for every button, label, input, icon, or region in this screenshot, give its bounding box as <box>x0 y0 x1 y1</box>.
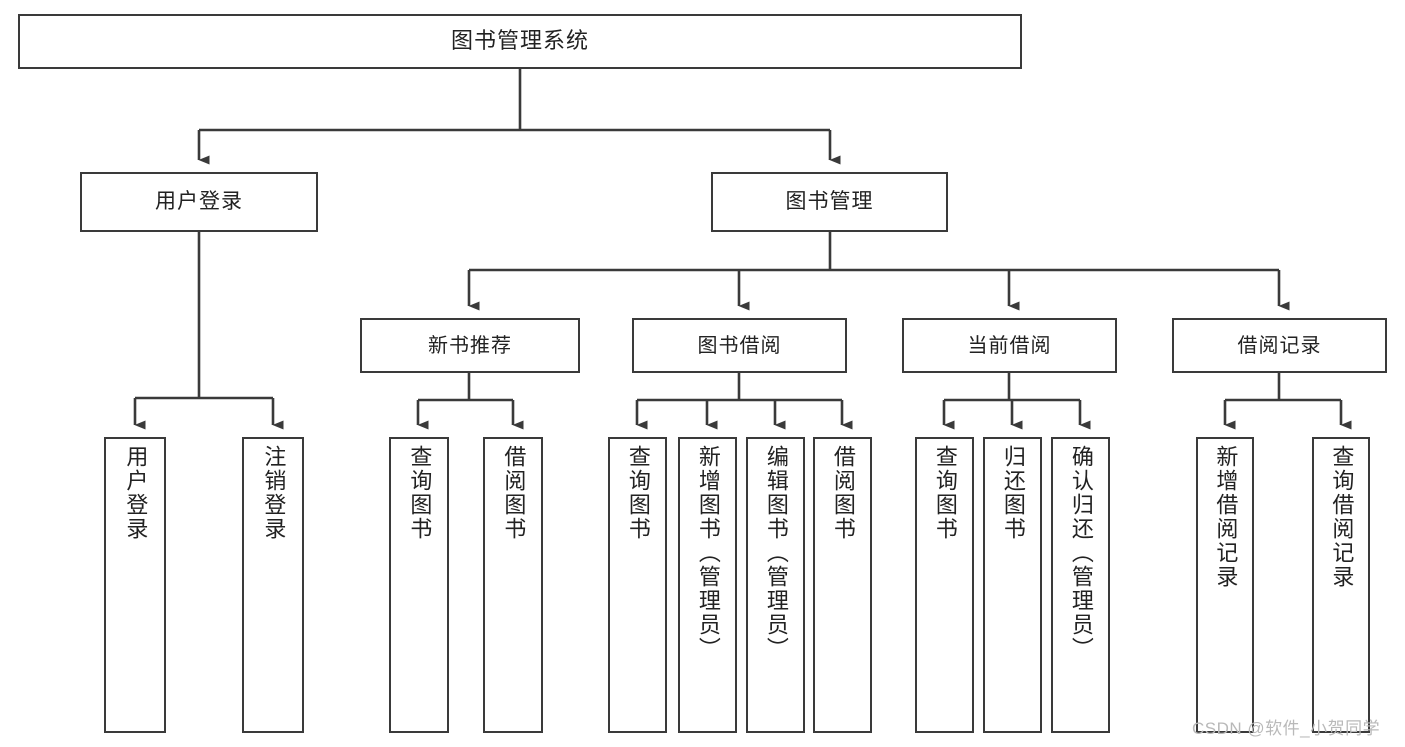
node-borrow-record-label: 借阅记录 <box>1237 334 1322 357</box>
connector-new-book-recommend-to-leaves <box>416 373 524 430</box>
node-current-borrow[interactable]: 当前借阅 <box>902 318 1117 373</box>
node-leaf-borrow-book-1[interactable]: 借阅图书 <box>483 437 543 733</box>
node-leaf-query-book-2-label: 查询图书 <box>625 445 651 541</box>
node-leaf-query-record-label: 查询借阅记录 <box>1329 445 1355 589</box>
node-leaf-query-book-3-label: 查询图书 <box>932 445 958 541</box>
node-leaf-logout-label: 注销登录 <box>261 445 287 541</box>
node-book-borrow[interactable]: 图书借阅 <box>632 318 847 373</box>
node-leaf-edit-book-label: 编辑图书（管理员） <box>763 445 789 661</box>
node-leaf-user-login-label: 用户登录 <box>123 445 149 541</box>
node-borrow-record[interactable]: 借阅记录 <box>1172 318 1387 373</box>
node-user-login[interactable]: 用户登录 <box>80 172 318 232</box>
node-leaf-user-login[interactable]: 用户登录 <box>104 437 166 733</box>
node-book-management-label: 图书管理 <box>785 190 874 214</box>
node-book-management[interactable]: 图书管理 <box>711 172 948 232</box>
node-leaf-borrow-book-2-label: 借阅图书 <box>830 445 856 541</box>
node-leaf-query-book-1-label: 查询图书 <box>407 445 433 541</box>
node-current-borrow-label: 当前借阅 <box>967 334 1052 357</box>
node-leaf-confirm-return-label: 确认归还（管理员） <box>1068 445 1094 661</box>
node-leaf-add-book[interactable]: 新增图书（管理员） <box>678 437 737 733</box>
node-leaf-query-book-3[interactable]: 查询图书 <box>915 437 974 733</box>
node-leaf-borrow-book-1-label: 借阅图书 <box>501 445 527 541</box>
node-root[interactable]: 图书管理系统 <box>18 14 1022 69</box>
node-leaf-query-book-1[interactable]: 查询图书 <box>389 437 449 733</box>
node-leaf-query-record[interactable]: 查询借阅记录 <box>1312 437 1370 733</box>
node-user-login-label: 用户登录 <box>155 190 243 214</box>
node-leaf-add-record[interactable]: 新增借阅记录 <box>1196 437 1254 733</box>
csdn-watermark: CSDN @软件_小贺同学 <box>1192 719 1381 738</box>
connector-book-borrow-to-leaves <box>635 373 853 430</box>
node-leaf-borrow-book-2[interactable]: 借阅图书 <box>813 437 872 733</box>
node-book-borrow-label: 图书借阅 <box>697 334 782 357</box>
connector-current-borrow-to-leaves <box>942 373 1091 430</box>
node-leaf-confirm-return[interactable]: 确认归还（管理员） <box>1051 437 1110 733</box>
node-leaf-query-book-2[interactable]: 查询图书 <box>608 437 667 733</box>
connector-user-login-to-leaves <box>133 232 284 430</box>
node-leaf-return-book[interactable]: 归还图书 <box>983 437 1042 733</box>
node-leaf-add-book-label: 新增图书（管理员） <box>695 445 721 661</box>
node-new-book-recommend[interactable]: 新书推荐 <box>360 318 580 373</box>
node-leaf-return-book-label: 归还图书 <box>1000 445 1026 541</box>
node-leaf-edit-book[interactable]: 编辑图书（管理员） <box>746 437 805 733</box>
node-root-label: 图书管理系统 <box>450 28 589 54</box>
connector-root-to-level2 <box>197 69 841 165</box>
node-leaf-logout[interactable]: 注销登录 <box>242 437 304 733</box>
connector-borrow-record-to-leaves <box>1223 373 1352 430</box>
node-new-book-recommend-label: 新书推荐 <box>428 334 512 357</box>
connector-book-management-to-level3 <box>467 232 1290 311</box>
node-leaf-add-record-label: 新增借阅记录 <box>1213 445 1239 589</box>
